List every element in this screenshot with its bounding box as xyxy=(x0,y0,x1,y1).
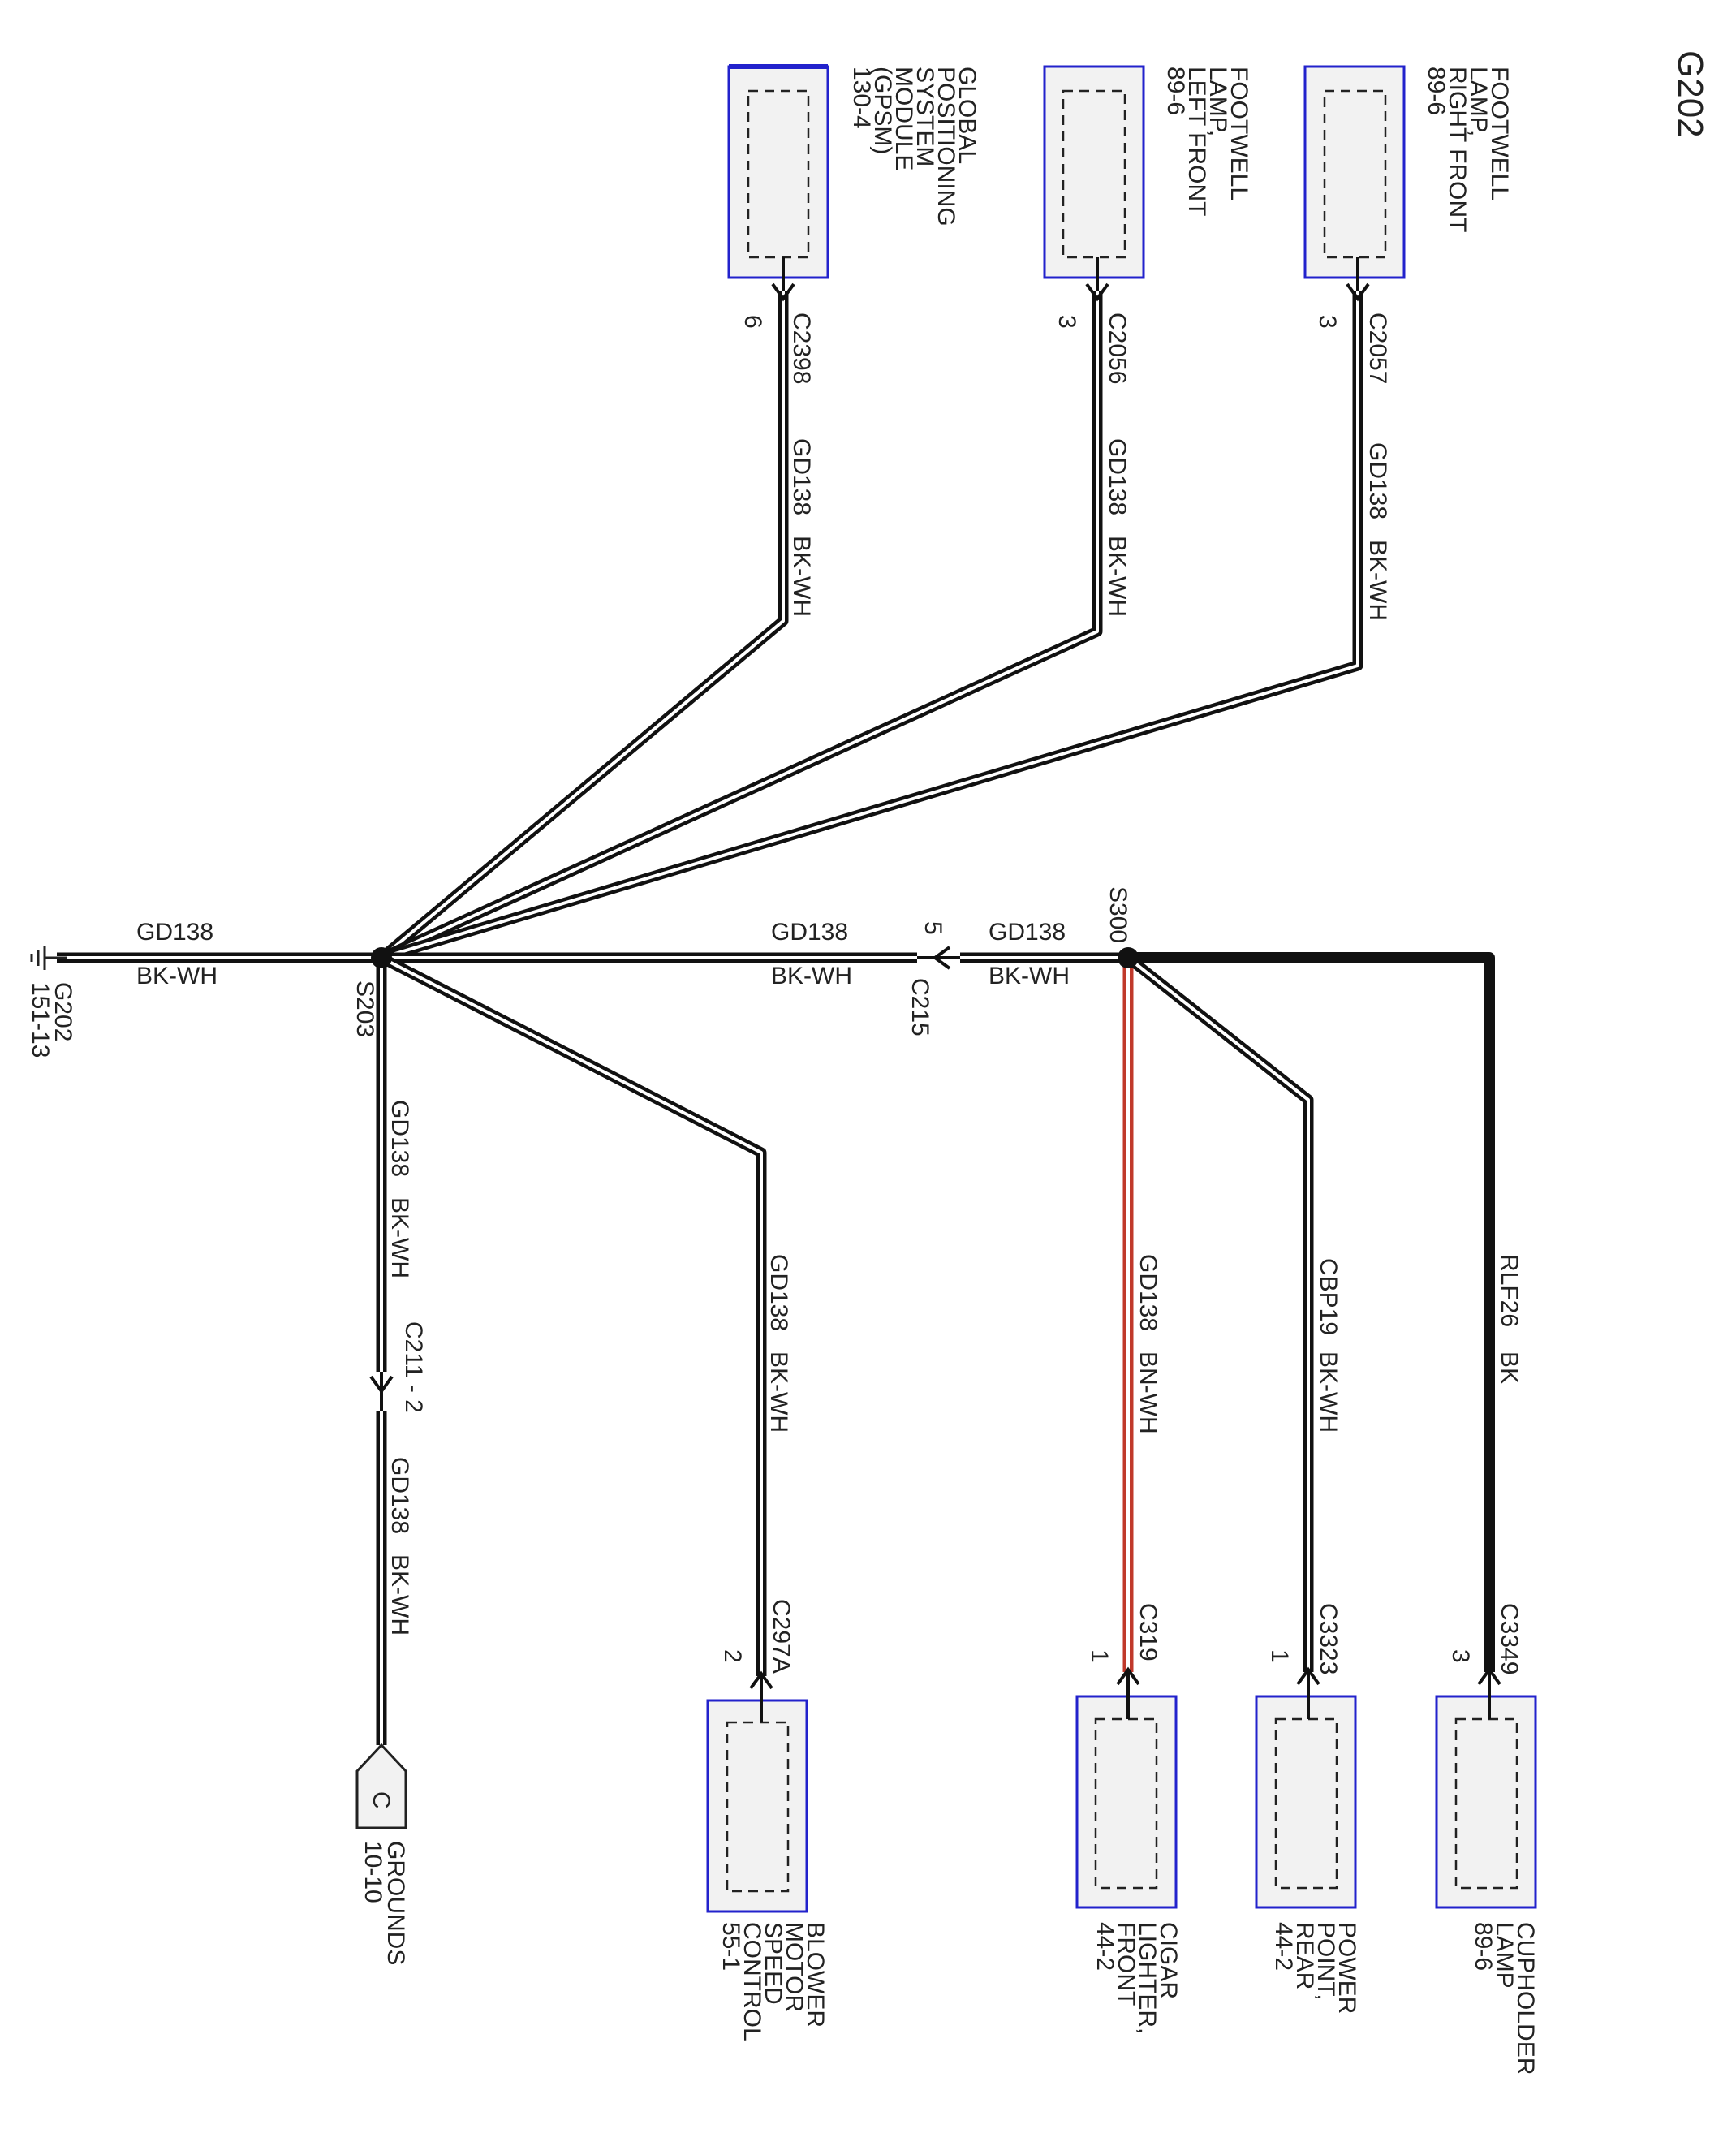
gpsm-connector: C2398 xyxy=(788,312,815,384)
wire-cupholder-circuit: RLF26 xyxy=(1496,1254,1523,1327)
power-point-connector: C3323 xyxy=(1315,1603,1342,1674)
component-footwell-lamp-left[interactable] xyxy=(1043,65,1145,302)
grounds-reference-line2: 10-10 xyxy=(360,1841,386,1903)
grounds-reference-letter: C xyxy=(368,1791,394,1809)
blower-label-1: MOTOR xyxy=(781,1922,808,2012)
grounds-reference-line1: GROUNDS xyxy=(382,1841,409,1965)
ground-name: G202 xyxy=(50,982,76,1041)
component-gpsm[interactable] xyxy=(727,64,829,302)
wire-footwell-left-circuit: GD138 xyxy=(1104,438,1131,515)
splice-s300-dot xyxy=(1118,947,1139,968)
footwell-right-label-1: LAMP, xyxy=(1465,67,1492,136)
power-point-label-3: 44-2 xyxy=(1270,1922,1297,1971)
wire-blower xyxy=(379,953,767,1676)
gpsm-label-4: (GPSM) xyxy=(869,67,896,154)
cupholder-label-1: LAMP xyxy=(1491,1922,1518,1989)
gpsm-pin: 6 xyxy=(739,315,766,329)
footwell-right-connector: C2057 xyxy=(1364,312,1391,384)
wire-s203-c211-color: BK-WH xyxy=(386,1197,413,1278)
splice-s203-label: S203 xyxy=(351,980,378,1037)
wire-s203-c215-circuit: GD138 xyxy=(771,919,848,946)
diagram-title: G202 xyxy=(1670,50,1710,138)
power-point-pin: 1 xyxy=(1266,1649,1293,1663)
power-point-label-1: POINT, xyxy=(1312,1922,1339,2001)
footwell-left-label-0: FOOTWELL xyxy=(1226,67,1252,200)
wire-cigar-color: BN-WH xyxy=(1135,1351,1161,1434)
cigar-label-0: CIGAR xyxy=(1155,1922,1182,1999)
footwell-left-label-3: 89-6 xyxy=(1162,67,1189,115)
ground-ref: 151-13 xyxy=(27,982,54,1058)
blower-label-0: BLOWER xyxy=(802,1922,829,2028)
gpsm-label-0: GLOBAL xyxy=(954,67,980,164)
cigar-label-2: FRONT xyxy=(1113,1922,1139,2006)
cupholder-connector: C3349 xyxy=(1496,1603,1523,1674)
wire-power-point-circuit: CBP19 xyxy=(1315,1258,1342,1335)
grounds-reference-icon xyxy=(355,1743,407,1829)
footwell-right-label-3: 89-6 xyxy=(1423,67,1450,115)
gpsm-label-2: SYSTEM xyxy=(911,67,938,166)
cigar-connector: C319 xyxy=(1135,1603,1161,1661)
component-cigar-lighter-front[interactable] xyxy=(1075,1666,1178,1909)
footwell-left-label-2: LEFT FRONT xyxy=(1183,67,1210,216)
blower-label-2: SPEED xyxy=(760,1922,786,2005)
wire-ground-color: BK-WH xyxy=(136,963,218,989)
blower-pin: 2 xyxy=(719,1649,746,1663)
wire-footwell-left-color: BK-WH xyxy=(1104,536,1131,617)
blower-label-4: 55-1 xyxy=(717,1922,744,1971)
wire-cigar-circuit: GD138 xyxy=(1135,1254,1161,1331)
cupholder-label-0: CUPHOLDER xyxy=(1512,1922,1539,2075)
component-cupholder-lamp[interactable] xyxy=(1435,1666,1537,1909)
wire-footwell-left xyxy=(379,291,1103,963)
cigar-label-1: LIGHTER, xyxy=(1134,1922,1161,2034)
wire-blower-circuit: GD138 xyxy=(765,1254,792,1331)
gpsm-label-3: MODULE xyxy=(890,67,917,170)
c215-label: C215 xyxy=(907,978,933,1036)
blower-label-3: CONTROL xyxy=(739,1922,765,2041)
cupholder-pin: 3 xyxy=(1447,1649,1474,1663)
wire-c211-grounds-circuit: GD138 xyxy=(386,1457,413,1534)
wire-gpsm-circuit: GD138 xyxy=(788,438,815,515)
power-point-label-2: REAR xyxy=(1291,1922,1318,1989)
wire-blower-color: BK-WH xyxy=(765,1351,792,1433)
ground-symbol-icon xyxy=(30,946,67,970)
wire-gpsm-color: BK-WH xyxy=(788,536,815,617)
cigar-label-3: 44-2 xyxy=(1092,1922,1118,1971)
footwell-right-pin: 3 xyxy=(1314,315,1341,329)
wire-power-point xyxy=(1124,953,1314,1672)
cupholder-label-2: 89-6 xyxy=(1470,1922,1497,1971)
component-power-point-rear[interactable] xyxy=(1255,1666,1357,1909)
gpsm-label-5: 130-4 xyxy=(848,67,875,129)
wire-cupholder xyxy=(1128,952,1495,1672)
footwell-left-pin: 3 xyxy=(1053,315,1080,329)
wire-footwell-right-circuit: GD138 xyxy=(1364,442,1391,519)
component-blower-motor-speed-control[interactable] xyxy=(706,1670,808,1913)
splice-s203-dot xyxy=(371,947,392,968)
wire-power-point-color: BK-WH xyxy=(1315,1351,1342,1433)
footwell-left-connector: C2056 xyxy=(1104,312,1131,384)
cigar-pin: 1 xyxy=(1086,1649,1113,1663)
wire-s203-c215-color: BK-WH xyxy=(771,963,852,989)
footwell-right-label-2: RIGHT FRONT xyxy=(1444,67,1471,232)
c215-pin: 5 xyxy=(920,921,946,935)
component-footwell-lamp-right[interactable] xyxy=(1303,65,1406,302)
c211-label: C211 - 2 xyxy=(400,1321,427,1413)
wire-c215-s300-color: BK-WH xyxy=(989,963,1070,989)
wire-footwell-right-color: BK-WH xyxy=(1364,540,1391,621)
footwell-left-label-1: LAMP, xyxy=(1204,67,1231,136)
wire-ground-circuit: GD138 xyxy=(136,919,213,946)
wire-cupholder-color: BK xyxy=(1496,1351,1523,1384)
wire-footwell-right xyxy=(380,291,1363,963)
gpsm-label-1: POSITIONING xyxy=(933,67,959,226)
footwell-right-label-0: FOOTWELL xyxy=(1486,67,1513,200)
wire-c215-s300-circuit: GD138 xyxy=(989,919,1066,946)
wire-s203-c211-circuit: GD138 xyxy=(386,1100,413,1177)
c215-connector-icon xyxy=(917,946,960,970)
wire-gpsm xyxy=(377,291,789,962)
splice-s300-label: S300 xyxy=(1105,886,1131,943)
power-point-label-0: POWER xyxy=(1333,1922,1360,2014)
wire-c211-grounds-color: BK-WH xyxy=(386,1554,413,1636)
c211-connector-icon xyxy=(369,1372,394,1411)
blower-connector: C297A xyxy=(768,1599,795,1674)
